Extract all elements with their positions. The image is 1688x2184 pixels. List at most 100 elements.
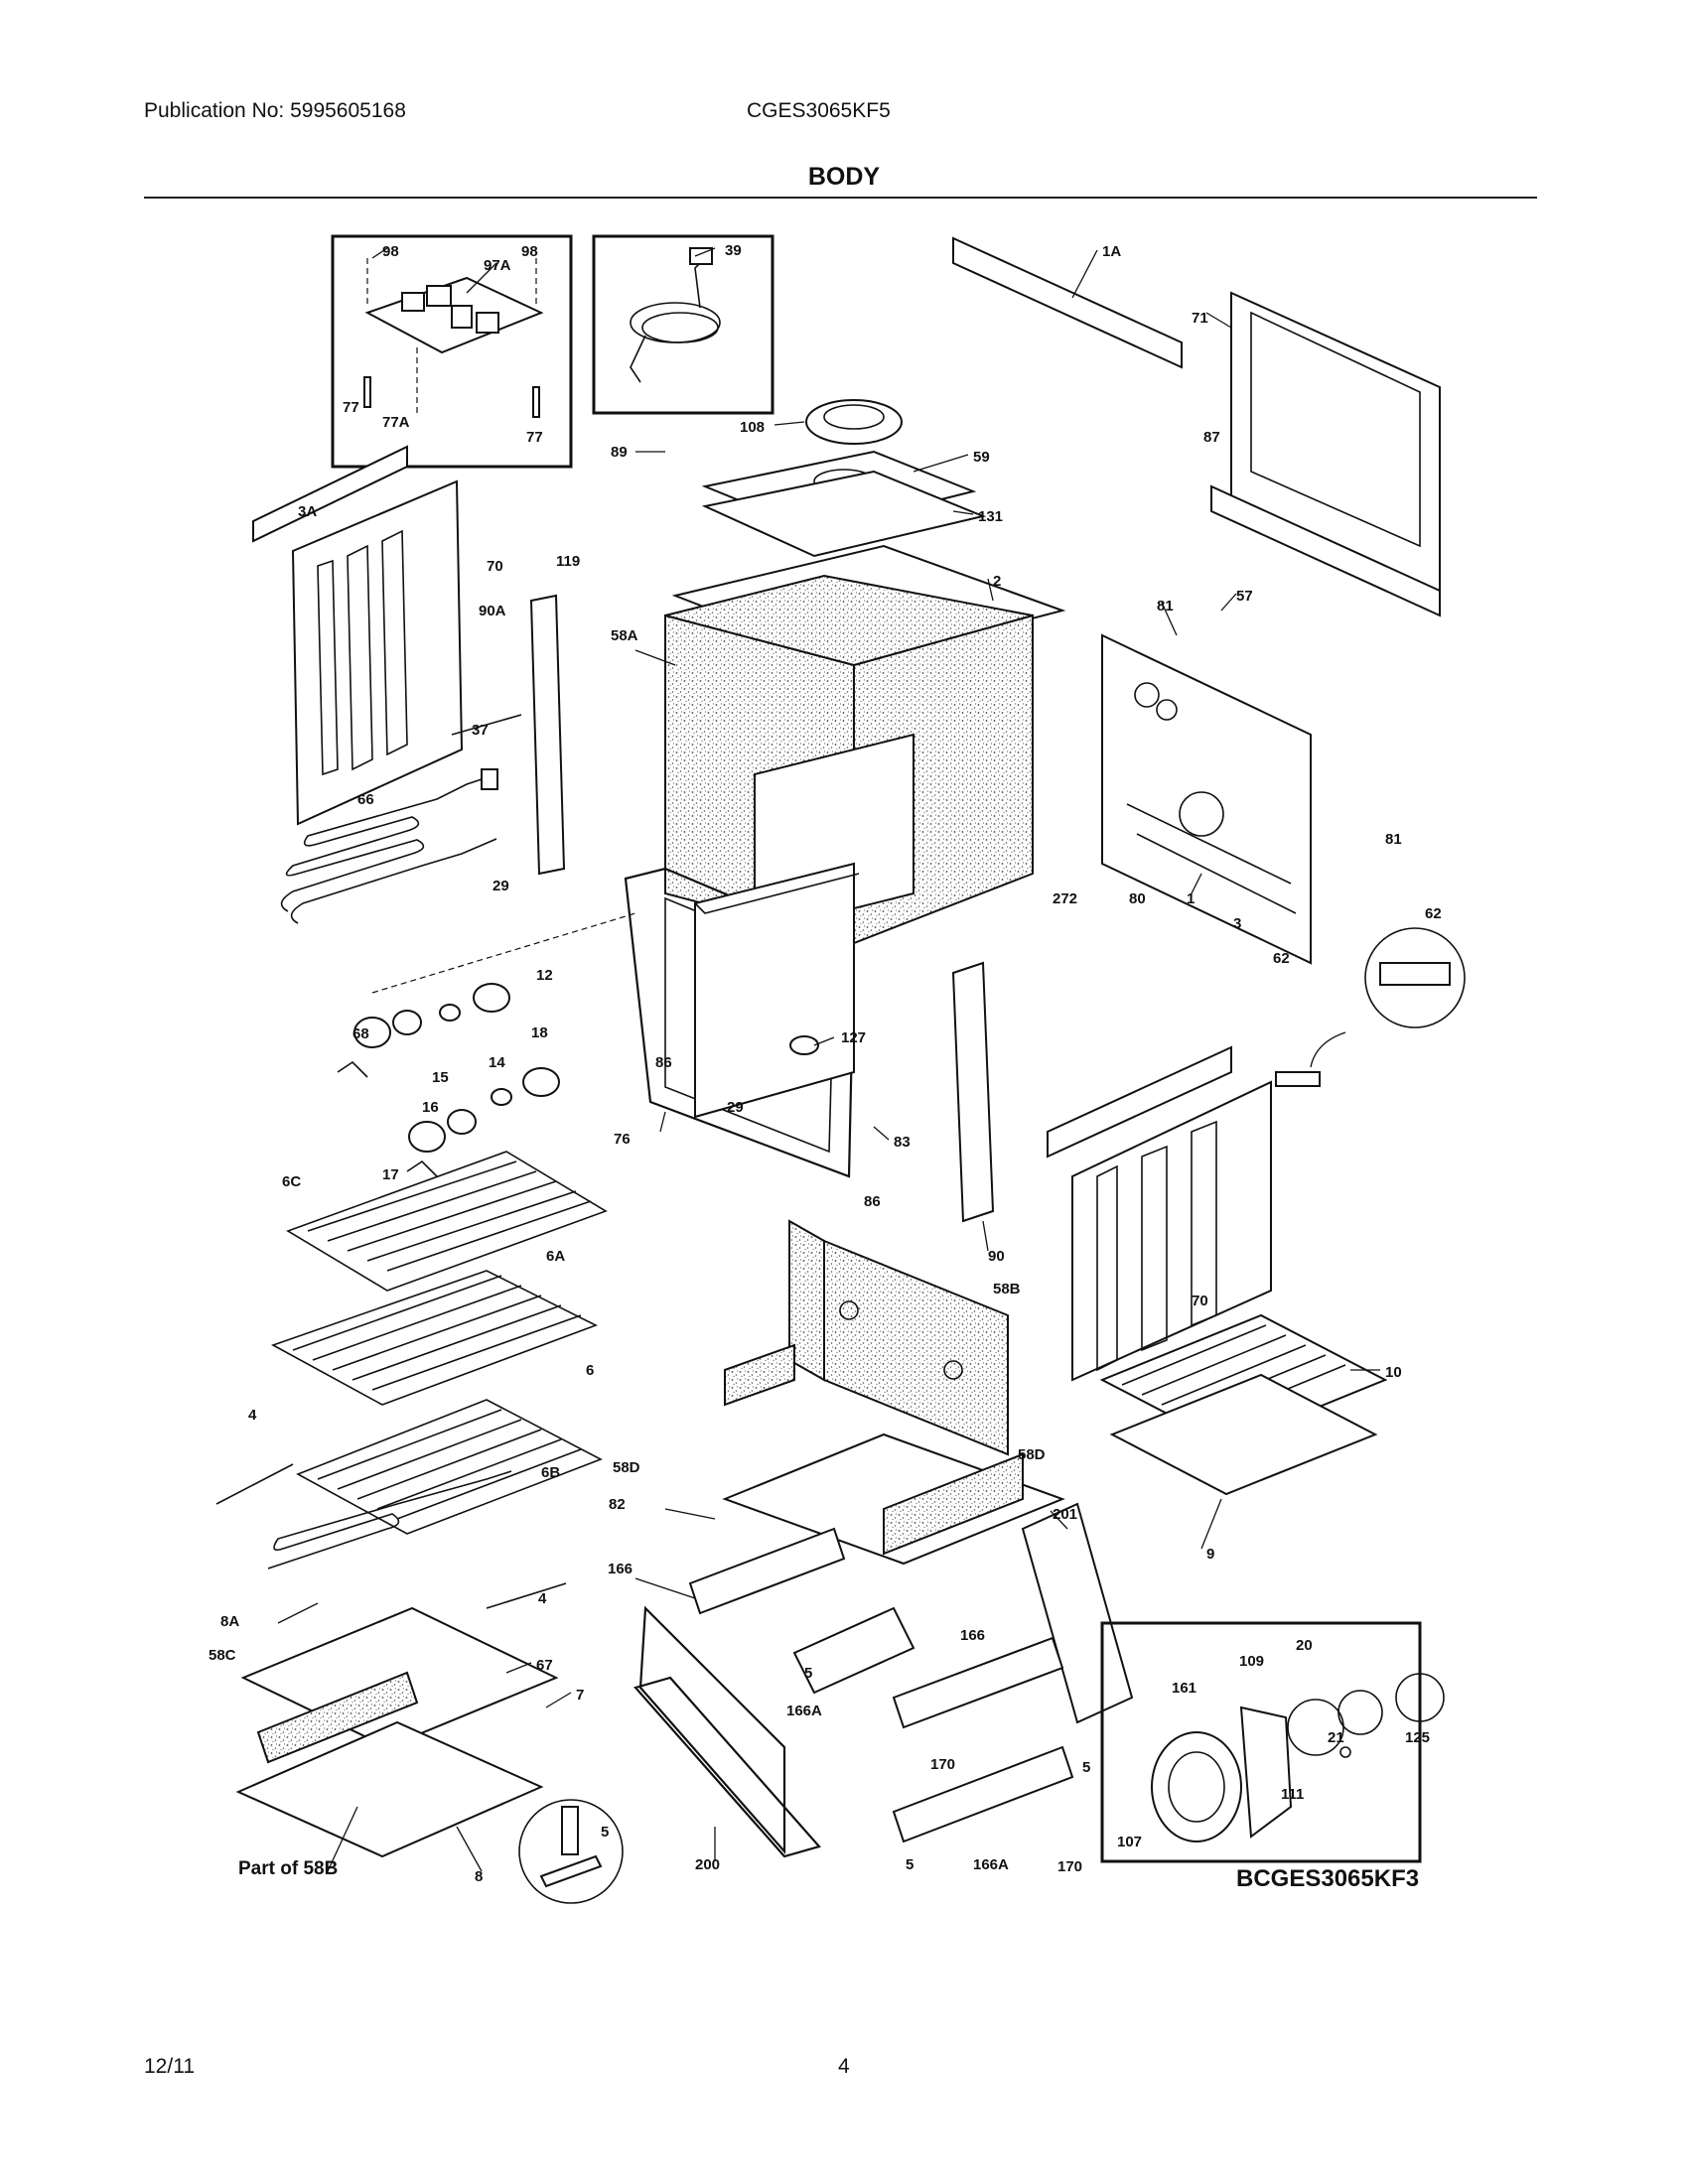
- callout-29: 29: [492, 878, 509, 894]
- callout-58d: 58D: [1018, 1446, 1046, 1463]
- diagram-code: BCGES3065KF3: [1236, 1865, 1419, 1892]
- page-number: 4: [838, 2055, 850, 2078]
- callout-5: 5: [601, 1824, 609, 1841]
- callout-170: 170: [930, 1756, 955, 1773]
- inset-convection-fan: [1100, 1621, 1445, 1863]
- callout-18: 18: [531, 1024, 548, 1041]
- callout-6b: 6B: [541, 1464, 560, 1481]
- callout-21: 21: [1328, 1729, 1344, 1746]
- part-of-note: Part of 58B: [238, 1858, 338, 1879]
- callout-77: 77: [526, 429, 543, 446]
- callout-66: 66: [357, 791, 374, 808]
- callout-90a: 90A: [479, 603, 506, 619]
- callout-98: 98: [382, 243, 399, 260]
- callout-125: 125: [1405, 1729, 1430, 1746]
- callout-68: 68: [352, 1025, 369, 1042]
- callout-76: 76: [614, 1131, 631, 1148]
- right-front-trim-strip: [951, 961, 995, 1223]
- callout-87: 87: [1203, 429, 1220, 446]
- callout-3: 3: [1233, 915, 1241, 932]
- section-title: BODY: [807, 163, 881, 191]
- callout-200: 200: [695, 1856, 720, 1873]
- callout-98: 98: [521, 243, 538, 260]
- callout-170: 170: [1057, 1858, 1082, 1875]
- broiler-pan: [1099, 1313, 1388, 1496]
- drawer-rail-lower: [892, 1745, 1074, 1843]
- convection-fan-cover: [805, 399, 903, 445]
- callout-62: 62: [1273, 950, 1290, 967]
- callout-80: 80: [1129, 890, 1146, 907]
- drawer-rail-left: [688, 1527, 846, 1615]
- terminal-block-inset: [1310, 927, 1466, 1068]
- callout-77a: 77A: [382, 414, 410, 431]
- callout-70: 70: [487, 558, 503, 575]
- callout-62: 62: [1425, 905, 1442, 922]
- callout-12: 12: [536, 967, 553, 984]
- callout-108: 108: [740, 419, 765, 436]
- right-frame-rail: [1021, 1502, 1134, 1724]
- callout-77: 77: [343, 399, 359, 416]
- oven-racks: [215, 1151, 608, 1609]
- model-number: CGES3065KF5: [747, 99, 891, 122]
- callout-39: 39: [725, 242, 742, 259]
- callout-67: 67: [536, 1657, 553, 1674]
- callout-166a: 166A: [786, 1703, 822, 1719]
- callout-37: 37: [472, 722, 489, 739]
- callout-4: 4: [248, 1407, 257, 1424]
- callout-82: 82: [609, 1496, 626, 1513]
- callout-81: 81: [1157, 598, 1174, 614]
- left-side-panel: [291, 479, 464, 826]
- header-rule: [144, 197, 1537, 199]
- right-side-bracket: [1047, 1045, 1232, 1159]
- callout-58c: 58C: [209, 1647, 236, 1664]
- callout-5: 5: [804, 1665, 812, 1682]
- callout-272: 272: [1053, 890, 1077, 907]
- callout-20: 20: [1296, 1637, 1313, 1654]
- callout-5: 5: [906, 1856, 914, 1873]
- part-callouts: 98 97A 98 77 77A 77 39 1A 71 108 89 59 8…: [209, 242, 1442, 1892]
- meat-probe: [451, 714, 522, 736]
- callout-8: 8: [475, 1868, 483, 1885]
- callout-166: 166: [608, 1561, 633, 1577]
- callout-5: 5: [1082, 1759, 1090, 1776]
- callout-6c: 6C: [282, 1173, 301, 1190]
- callout-70: 70: [1192, 1293, 1208, 1309]
- drawer-rail-right: [892, 1636, 1064, 1729]
- leader-lines: [277, 247, 1380, 1872]
- top-rear-bracket: [952, 236, 1183, 369]
- rear-insulation-block: [823, 1239, 1009, 1456]
- callout-127: 127: [841, 1029, 866, 1046]
- left-side-bracket: [252, 445, 408, 543]
- callout-9: 9: [1206, 1546, 1214, 1563]
- exploded-parts-diagram: 98 97A 98 77 77A 77 39 1A 71 108 89 59 8…: [209, 234, 1466, 1904]
- bottom-cover: [235, 1720, 544, 1858]
- callout-90: 90: [988, 1248, 1005, 1265]
- callout-58d: 58D: [613, 1459, 640, 1476]
- callout-86: 86: [655, 1054, 672, 1071]
- callout-71: 71: [1192, 310, 1208, 327]
- callout-58b: 58B: [993, 1281, 1021, 1297]
- callout-58a: 58A: [611, 627, 638, 644]
- callout-86: 86: [864, 1193, 881, 1210]
- bottom-frame: [722, 1433, 1065, 1566]
- callout-7: 7: [576, 1687, 584, 1704]
- drawer-front-frame: [633, 1676, 821, 1858]
- left-front-trim-strip: [529, 594, 566, 876]
- callout-29: 29: [727, 1099, 744, 1116]
- callout-131: 131: [978, 508, 1003, 525]
- right-side-panel: [1071, 1080, 1272, 1382]
- callout-109: 109: [1239, 1653, 1264, 1670]
- callout-89: 89: [611, 444, 628, 461]
- callout-111: 111: [1281, 1786, 1304, 1803]
- callout-2: 2: [993, 573, 1001, 590]
- callout-6: 6: [586, 1362, 594, 1379]
- inset-control-board: [331, 234, 573, 469]
- callout-15: 15: [432, 1069, 449, 1086]
- callout-3a: 3A: [298, 503, 317, 520]
- callout-59: 59: [973, 449, 990, 466]
- oven-light-assembly: [337, 912, 636, 1177]
- insulation-strip-left: [724, 1343, 795, 1407]
- publication-number: Publication No: 5995605168: [144, 99, 406, 122]
- inset-power-cord: [592, 234, 774, 415]
- callout-161: 161: [1172, 1680, 1196, 1697]
